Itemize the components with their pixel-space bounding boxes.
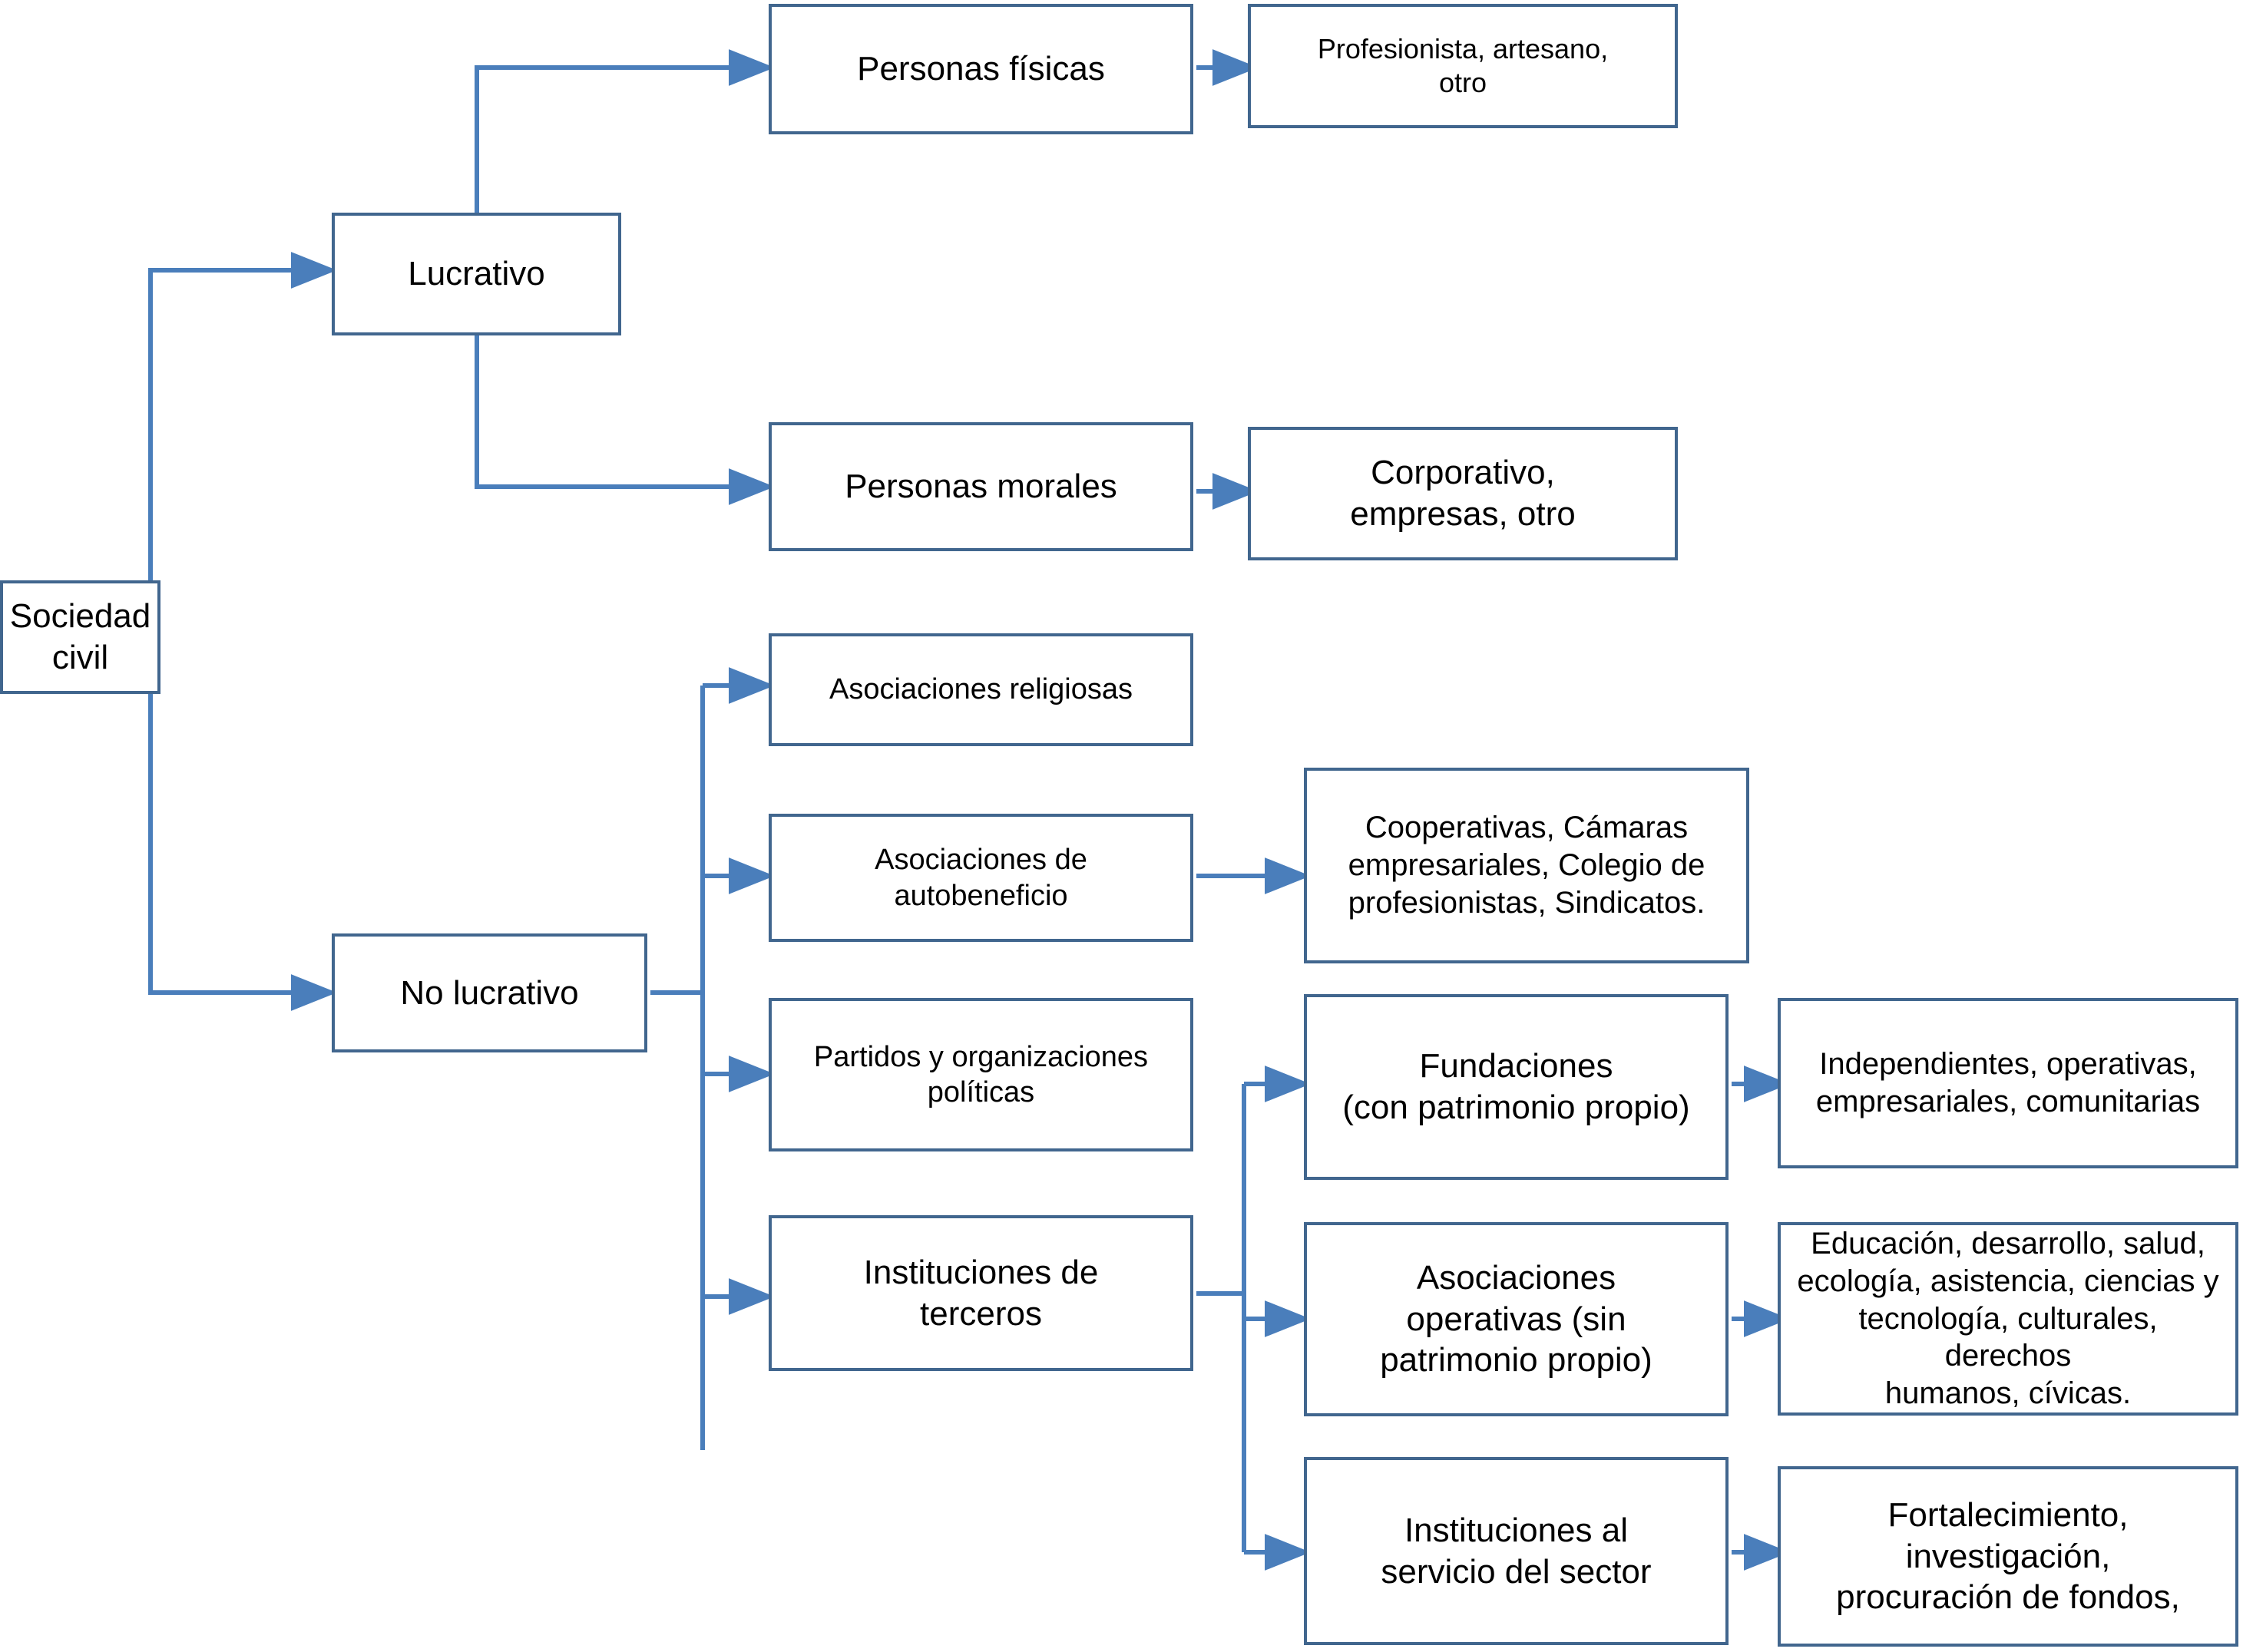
connector-sociedad-to-lucrativo (148, 252, 337, 606)
node-corporativo-empresas-otro[interactable]: Corporativo, empresas, otro (1248, 427, 1678, 560)
node-fundaciones[interactable]: Fundaciones (con patrimonio propio) (1304, 994, 1729, 1180)
node-instituciones-al-servicio-del-sector[interactable]: Instituciones al servicio del sector (1304, 1457, 1729, 1645)
node-personas-fisicas[interactable]: Personas físicas (769, 4, 1193, 134)
node-personas-morales[interactable]: Personas morales (769, 422, 1193, 551)
node-partidos-y-organizaciones-politicas[interactable]: Partidos y organizaciones políticas (769, 998, 1193, 1151)
node-educacion-desarrollo-salud[interactable]: Educación, desarrollo, salud, ecología, … (1778, 1222, 2238, 1416)
node-no-lucrativo[interactable]: No lucrativo (332, 933, 647, 1052)
connector-sociedad-to-no-lucrativo (148, 668, 337, 1011)
node-independientes-operativas[interactable]: Independientes, operativas, empresariale… (1778, 998, 2238, 1168)
node-fortalecimiento-investigacion[interactable]: Fortalecimiento, investigación, procurac… (1778, 1466, 2238, 1647)
node-asociaciones-de-autobeneficio[interactable]: Asociaciones de autobeneficio (769, 814, 1193, 942)
connector-lucrativo-to-personas-fisicas (475, 49, 775, 213)
node-cooperativas-camaras-empresariales[interactable]: Cooperativas, Cámaras empresariales, Col… (1304, 768, 1749, 963)
node-asociaciones-religiosas[interactable]: Asociaciones religiosas (769, 633, 1193, 746)
node-lucrativo[interactable]: Lucrativo (332, 213, 621, 335)
node-sociedad-civil[interactable]: Sociedad civil (0, 580, 160, 694)
connector-lucrativo-to-personas-morales (475, 335, 775, 505)
node-instituciones-de-terceros[interactable]: Instituciones de terceros (769, 1215, 1193, 1371)
node-profesionista-artesano-otro[interactable]: Profesionista, artesano, otro (1248, 4, 1678, 128)
node-asociaciones-operativas[interactable]: Asociaciones operativas (sin patrimonio … (1304, 1222, 1729, 1416)
